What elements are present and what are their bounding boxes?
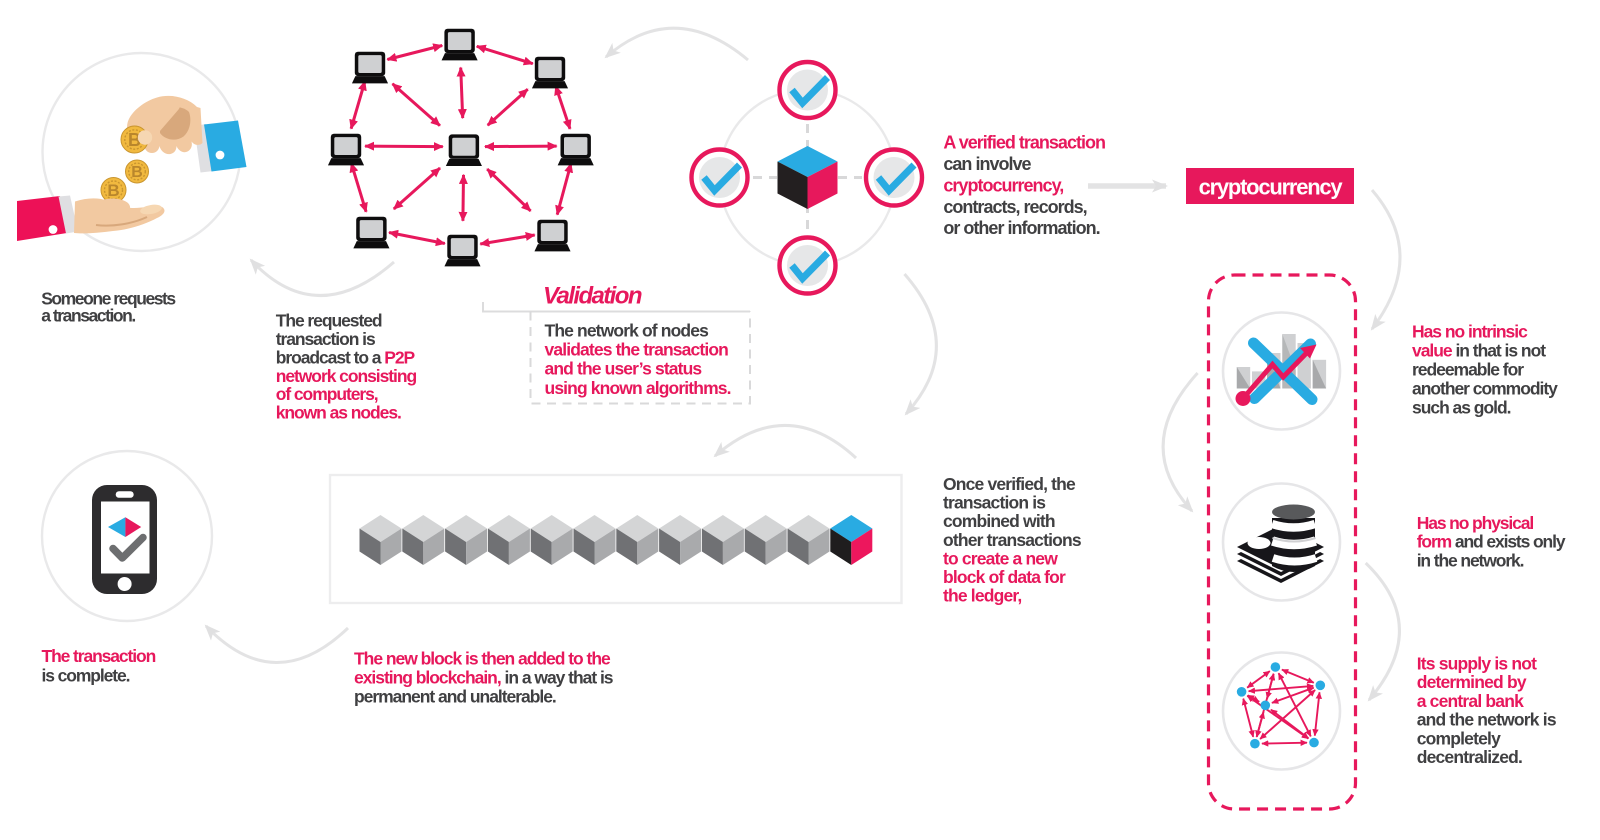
svg-text:of computers,: of computers, <box>276 384 378 404</box>
svg-text:Its supply is not: Its supply is not <box>1417 654 1537 674</box>
svg-text:such as gold.: such as gold. <box>1412 398 1511 418</box>
svg-text:block of data for: block of data for <box>943 567 1066 587</box>
svg-text:to create a new: to create a new <box>943 548 1058 568</box>
svg-text:form and exists only: form and exists only <box>1417 532 1566 552</box>
svg-text:contracts, records,: contracts, records, <box>943 197 1086 217</box>
svg-text:existing blockchain, in a way: existing blockchain, in a way that is <box>354 668 614 688</box>
svg-text:known as nodes.: known as nodes. <box>276 403 401 423</box>
svg-text:permanent and unalterable.: permanent and unalterable. <box>354 687 556 707</box>
svg-text:a central bank: a central bank <box>1417 691 1524 711</box>
svg-text:completely: completely <box>1417 728 1501 748</box>
svg-text:and the network is: and the network is <box>1417 710 1557 730</box>
svg-text:a transaction.: a transaction. <box>41 305 135 325</box>
svg-text:Validation: Validation <box>543 283 642 310</box>
svg-text:determined by: determined by <box>1417 672 1527 692</box>
svg-text:Someone requests: Someone requests <box>41 289 176 309</box>
svg-text:and the user’s status: and the user’s status <box>545 359 703 379</box>
svg-text:The transaction: The transaction <box>42 646 156 666</box>
svg-text:Has no intrinsic: Has no intrinsic <box>1412 322 1528 342</box>
svg-text:the ledger,: the ledger, <box>943 586 1021 606</box>
svg-text:The requested: The requested <box>276 311 382 331</box>
svg-text:can involve: can involve <box>943 154 1031 174</box>
svg-text:another commodity: another commodity <box>1412 379 1558 399</box>
svg-text:B: B <box>128 130 141 150</box>
svg-text:is complete.: is complete. <box>42 666 130 686</box>
svg-text:network consisting: network consisting <box>276 366 417 386</box>
svg-text:transaction is: transaction is <box>943 493 1046 513</box>
svg-text:Once verified, the: Once verified, the <box>943 474 1076 494</box>
svg-text:in the network.: in the network. <box>1417 550 1524 570</box>
svg-text:transaction is: transaction is <box>276 329 376 349</box>
svg-text:broadcast to a P2P: broadcast to a P2P <box>276 347 416 367</box>
svg-text:cryptocurrency: cryptocurrency <box>1199 175 1344 200</box>
svg-text:or other information.: or other information. <box>943 218 1099 238</box>
svg-text:Has no physical: Has no physical <box>1417 513 1534 533</box>
svg-text:using known algorithms.: using known algorithms. <box>545 378 731 398</box>
svg-text:validates the transaction: validates the transaction <box>545 340 729 360</box>
svg-text:The new block is then added to: The new block is then added to the <box>354 649 611 669</box>
svg-text:other transactions: other transactions <box>943 530 1082 550</box>
svg-text:redeemable for: redeemable for <box>1412 360 1524 380</box>
svg-text:B: B <box>131 164 143 181</box>
svg-text:cryptocurrency,: cryptocurrency, <box>943 175 1063 195</box>
svg-text:decentralized.: decentralized. <box>1417 747 1522 767</box>
svg-text:value in that is not: value in that is not <box>1412 341 1546 361</box>
svg-text:A verified transaction: A verified transaction <box>943 133 1105 153</box>
svg-text:The network of nodes: The network of nodes <box>545 320 710 340</box>
svg-text:combined with: combined with <box>943 511 1055 531</box>
svg-text:B: B <box>107 181 119 200</box>
